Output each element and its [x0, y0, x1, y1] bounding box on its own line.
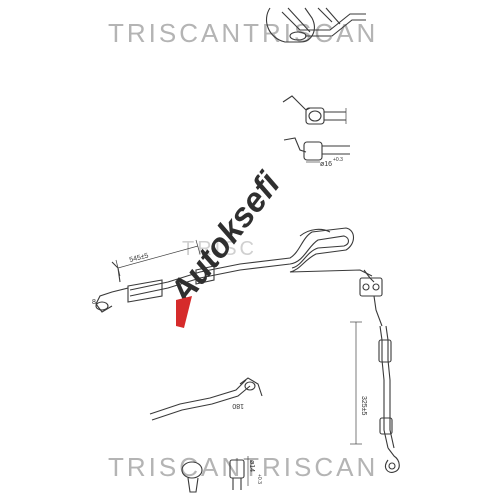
left-end-fitting: 8 [92, 261, 129, 313]
vertical-hose [378, 325, 400, 473]
diameter-lower-label: ø14 [248, 460, 255, 472]
bottom-fittings: ø14 +0.3 [181, 456, 262, 493]
logo-text: Autoksefi [162, 164, 289, 311]
fitting-with-diameter: ø16 +0.3 [283, 137, 350, 168]
small-angle-label: 8 [92, 299, 96, 306]
right-connector-block [359, 269, 383, 327]
diameter-upper-tolerance: +0.3 [333, 157, 343, 163]
watermark-top: TRISCANTRISCAN [108, 18, 379, 48]
lower-bracket-length-label: 180 [232, 402, 244, 409]
autoksefi-logo: Autoksefi [162, 164, 289, 328]
logo-accent-slash [176, 296, 192, 328]
main-brake-hose [127, 227, 373, 303]
upper-fitting-detail [282, 95, 347, 125]
diameter-upper-label: ø16 [320, 161, 332, 168]
lower-bracket: 180 [149, 377, 263, 421]
upper-hose-dimension: 545±5 [115, 239, 201, 277]
vertical-hose-dimension: 325±5 [350, 321, 367, 445]
top-bracket-assembly [266, 7, 366, 43]
watermark-middle: TRISC [182, 238, 257, 260]
upper-hose-length-label: 545±5 [129, 252, 150, 264]
watermark-bottom: TRISCANTRISCAN [108, 452, 379, 482]
diameter-lower-tolerance: +0.3 [256, 474, 262, 484]
vertical-hose-length-label: 325±5 [360, 396, 367, 416]
